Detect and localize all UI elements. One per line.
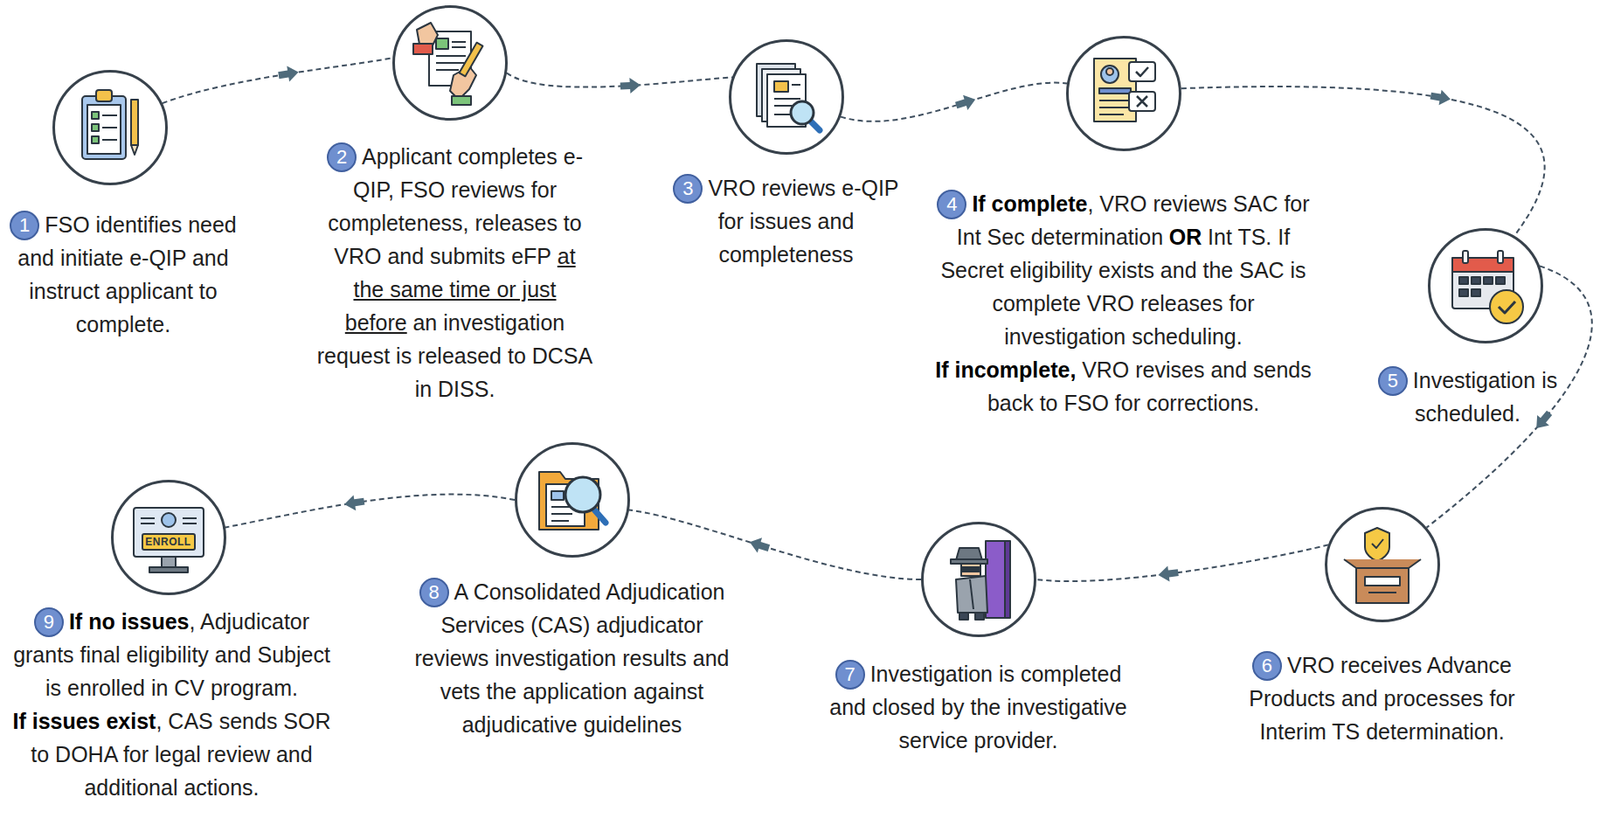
step-description: 5Investigation is scheduled. bbox=[1374, 363, 1562, 430]
arrow-head bbox=[619, 76, 641, 94]
step-description: 2Applicant completes e-QIP, FSO reviews … bbox=[317, 139, 594, 406]
dashed-line bbox=[225, 494, 515, 528]
step-circle: 5Investigation is scheduled. bbox=[1427, 228, 1544, 344]
step-text: VRO reviews e-QIP for issues and complet… bbox=[707, 175, 899, 267]
dashed-line bbox=[840, 83, 1067, 122]
step-number: 3 bbox=[672, 173, 703, 204]
step-description: 6VRO receives Advance Products and proce… bbox=[1241, 648, 1524, 749]
dashed-line bbox=[1426, 265, 1593, 527]
step-number: 1 bbox=[9, 210, 40, 241]
step-number: 5 bbox=[1378, 366, 1408, 396]
arrow-head bbox=[277, 64, 300, 84]
clipboard-icon bbox=[82, 90, 139, 160]
step-text: Investigation is completed and closed by… bbox=[829, 661, 1128, 753]
flow-connector bbox=[840, 83, 1067, 122]
arrow-head bbox=[954, 91, 978, 113]
arrow-head bbox=[343, 493, 366, 513]
step-circle: 7Investigation is completed and closed b… bbox=[921, 521, 1037, 638]
enroll-monitor-icon bbox=[133, 507, 204, 573]
step-description: 7Investigation is completed and closed b… bbox=[829, 657, 1129, 757]
step-description: 4If complete, VRO reviews SAC for Int Se… bbox=[935, 187, 1313, 420]
arrow-head bbox=[1156, 564, 1179, 583]
step-number: 9 bbox=[34, 607, 64, 638]
step-circle: 8A Consolidated Adjudication Services (C… bbox=[514, 442, 631, 558]
step-text: FSO identifies need and initiate e-QIP a… bbox=[17, 212, 236, 337]
flow-connector bbox=[1036, 544, 1329, 583]
eligibility-icon bbox=[1094, 58, 1156, 122]
adjudication-icon bbox=[539, 471, 606, 530]
step-text: A Consolidated Adjudication Services (CA… bbox=[415, 579, 730, 737]
flow-connector bbox=[162, 57, 394, 104]
screen-label: ENROLL bbox=[142, 534, 195, 549]
step-number: 7 bbox=[835, 659, 866, 690]
step-number: 8 bbox=[419, 577, 450, 608]
condition-text: OR bbox=[1169, 224, 1203, 250]
step-circle: 6VRO receives Advance Products and proce… bbox=[1324, 506, 1441, 623]
dashed-line bbox=[162, 57, 394, 104]
step-number: 2 bbox=[326, 142, 357, 173]
step-circle: 2Applicant completes e-QIP, FSO reviews … bbox=[392, 5, 508, 121]
step-description: 1FSO identifies need and initiate e-QIP … bbox=[5, 207, 242, 341]
arrow-head bbox=[747, 534, 771, 556]
calendar-icon bbox=[1452, 250, 1524, 324]
step-circle: 1FSO identifies need and initiate e-QIP … bbox=[52, 69, 168, 186]
condition-text: If no issues bbox=[69, 609, 190, 634]
dashed-line bbox=[629, 510, 922, 581]
step-circle: 9If no issues, Adjudicator grants final … bbox=[110, 479, 227, 596]
step-text: Investigation is scheduled. bbox=[1412, 367, 1558, 426]
package-icon bbox=[1343, 527, 1421, 603]
step-circle: 4If complete, VRO reviews SAC for Int Se… bbox=[1066, 35, 1182, 152]
flow-connector bbox=[1426, 265, 1593, 527]
dashed-line bbox=[506, 73, 733, 88]
step-description: 9If no issues, Adjudicator grants final … bbox=[7, 604, 337, 804]
investigator-icon bbox=[950, 540, 1011, 620]
step-description: 3VRO reviews e-QIP for issues and comple… bbox=[671, 171, 901, 271]
flow-connector bbox=[629, 510, 922, 581]
arrow-head bbox=[1530, 408, 1556, 434]
step-circle: 3VRO reviews e-QIP for issues and comple… bbox=[728, 39, 845, 155]
step-description: 8A Consolidated Adjudication Services (C… bbox=[403, 574, 742, 742]
review-icon bbox=[756, 63, 820, 131]
step-number: 6 bbox=[1252, 651, 1282, 681]
condition-text: If incomplete, bbox=[935, 357, 1076, 382]
step-text: Applicant completes e-QIP, FSO reviews f… bbox=[327, 144, 583, 269]
flow-connector bbox=[225, 493, 515, 528]
dashed-line bbox=[1036, 544, 1329, 582]
step-text: VRO receives Advance Products and proces… bbox=[1248, 652, 1515, 744]
condition-text: If issues exist bbox=[12, 708, 156, 734]
flow-connector bbox=[506, 73, 733, 95]
step-number: 4 bbox=[936, 189, 967, 220]
condition-text: If complete bbox=[971, 191, 1088, 216]
arrow-head bbox=[1429, 88, 1453, 108]
signing-icon bbox=[413, 22, 483, 105]
